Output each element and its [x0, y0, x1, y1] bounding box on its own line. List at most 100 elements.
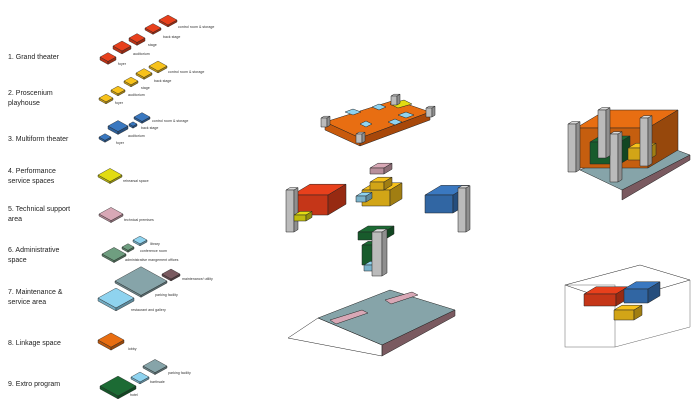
- admin-label: administrative mangement offices: [125, 258, 179, 262]
- maintenance-tile: [161, 268, 181, 282]
- category-label: 9. Extro program: [8, 381, 60, 388]
- category-label: 3. Multiform theater: [8, 136, 69, 143]
- multiform-core: [457, 185, 471, 233]
- ex-hotel-label: hotel: [130, 393, 138, 397]
- roof-core-front: [355, 133, 363, 144]
- hotel-core: [371, 228, 388, 277]
- pp-control-tile: [148, 60, 168, 74]
- roof-void: [397, 111, 415, 119]
- pp-auditorium-tile: [110, 85, 126, 97]
- technical-tile: [98, 207, 124, 223]
- gt-control-tile: [158, 14, 178, 28]
- proscenium-block-side: [389, 182, 403, 207]
- model-core-front: [639, 117, 649, 167]
- roof-core: [425, 105, 436, 118]
- grand-core: [285, 187, 299, 233]
- rehearsal-tile: [97, 168, 123, 184]
- rehearsal-block: [293, 210, 313, 222]
- pp-foyer-tile: [98, 93, 114, 105]
- multiform-block-front: [424, 194, 454, 214]
- parking-tile: [114, 266, 168, 298]
- technical-label: technical premises: [124, 218, 154, 222]
- multiform-core-front: [457, 187, 467, 233]
- conference-label: conference room: [140, 249, 167, 253]
- model-core: [567, 121, 581, 173]
- pp-back-stage-label: back stage: [154, 79, 171, 83]
- library-tile: [132, 235, 148, 247]
- roof-core-side: [431, 105, 436, 118]
- mt-back-stage-tile: [128, 121, 138, 129]
- gt-foyer-label: foyer: [118, 62, 127, 66]
- roof-void: [371, 103, 387, 111]
- bbox-grand-front: [583, 293, 617, 307]
- restaurant-label: restaurant and gallery: [131, 308, 166, 312]
- bbox-proscenium-side: [633, 304, 643, 321]
- roof-core-front: [390, 95, 398, 106]
- bbox-side: [614, 280, 691, 348]
- gt-back-stage-tile: [144, 23, 162, 35]
- gt-foyer-tile: [99, 52, 117, 65]
- roof-core: [355, 131, 366, 144]
- model-core: [609, 131, 623, 183]
- mt-control-label: control room & storage: [152, 119, 188, 123]
- hotel-core-front: [371, 231, 383, 277]
- category-label: 8. Linkage space: [8, 340, 61, 347]
- pp-back-stage-tile: [135, 68, 153, 80]
- roof-void: [359, 120, 373, 128]
- ex-parking-label: parking facility: [168, 371, 191, 375]
- gt-control-label: control room & storage: [178, 25, 214, 29]
- model-core-side: [617, 131, 623, 183]
- category-label: 7. Maintenance &service area: [8, 289, 63, 306]
- bbox-multiform-side: [647, 281, 661, 304]
- grand-core-front: [285, 189, 295, 233]
- lightblue-block-side: [365, 191, 373, 203]
- mt-auditorium-tile: [107, 120, 129, 135]
- parking-label: parking facility: [155, 293, 178, 297]
- model-core-side: [647, 115, 653, 167]
- roof-void: [344, 108, 362, 116]
- gt-auditorium-tile: [112, 40, 132, 55]
- conference-tile: [121, 243, 135, 253]
- restaurant-tile: [97, 287, 135, 312]
- roof-core-side: [326, 115, 331, 128]
- bbox-multiform: [623, 281, 661, 304]
- roof-core-side: [396, 93, 401, 106]
- gt-auditorium-label: auditorium: [133, 52, 150, 56]
- model-core: [597, 107, 611, 159]
- library-label: library: [150, 242, 160, 246]
- model-core-side: [605, 107, 611, 159]
- category-label: 1. Grand theater: [8, 54, 60, 61]
- lobby-tile: [97, 332, 125, 351]
- ex-bathsale-label: barthsale: [150, 380, 165, 384]
- lightblue-block: [355, 191, 373, 203]
- maintenance-label: maintenance/ utility: [182, 277, 213, 281]
- proscenium-top: [369, 176, 393, 191]
- ex-parking-tile: [142, 359, 168, 375]
- roof-void: [387, 118, 403, 126]
- pp-foyer-label: foyer: [115, 101, 124, 105]
- mt-auditorium-label: auditorium: [128, 134, 145, 138]
- technical-block: [369, 162, 393, 175]
- mt-control-tile: [133, 112, 151, 124]
- technical-block-front: [369, 167, 385, 175]
- rehearsal-label: rehearsal space: [123, 179, 149, 183]
- ex-hotel-tile: [99, 375, 137, 400]
- roof-core: [390, 93, 401, 106]
- grand-theater-block: [291, 183, 347, 216]
- bbox-grand: [583, 286, 629, 307]
- site-path: [384, 291, 419, 305]
- axonometric-models: [285, 93, 691, 357]
- site-path: [329, 309, 369, 325]
- bbox-proscenium: [613, 304, 643, 321]
- mt-foyer-tile: [98, 133, 112, 143]
- admin-tile: [101, 247, 127, 263]
- model-core-front: [609, 133, 619, 183]
- technical-block-side: [383, 162, 393, 175]
- gt-stage-tile: [128, 33, 146, 46]
